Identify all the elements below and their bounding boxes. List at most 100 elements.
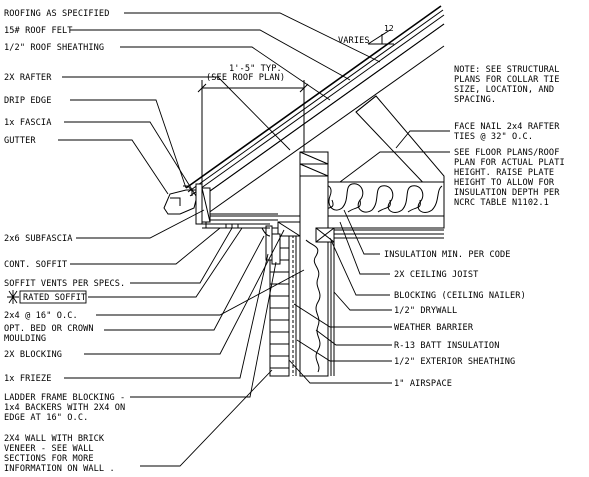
label-face-nail-2: TIES @ 32" O.C. <box>454 132 533 142</box>
leader-airspace <box>288 359 392 384</box>
label-floor-1: SEE FLOOR PLANS/ROOF <box>454 148 559 158</box>
label-face-nail-1: FACE NAIL 2x4 RAFTER <box>454 122 560 132</box>
slope-label: VARIES <box>338 36 370 46</box>
dimension-line2: (SEE ROOF PLAN) <box>206 73 285 83</box>
leader-drip-edge <box>70 99 187 189</box>
leader-ladder <box>130 261 277 398</box>
leader-cont-soffit <box>70 227 221 265</box>
leader-lines <box>58 12 450 467</box>
leader-face-nail <box>395 130 450 149</box>
label-ladder-3: EDGE AT 16" O.C. <box>4 413 88 423</box>
label-drip-edge: DRIP EDGE <box>4 96 51 106</box>
label-floor-2: PLAN FOR ACTUAL PLATI <box>454 158 565 168</box>
label-note-1: NOTE: SEE STRUCTURAL <box>454 65 559 75</box>
felt-line <box>187 9 444 193</box>
leader-wall <box>140 369 273 467</box>
wall-stud <box>299 175 329 377</box>
label-soffit-vents: SOFFIT VENTS PER SPECS. <box>4 279 125 289</box>
dimension-line1: 1'-5" TYP. <box>229 64 282 74</box>
rafter-top-line <box>195 23 445 202</box>
wall-batt-insulation <box>305 239 321 373</box>
label-cont-soffit: CONT. SOFFIT <box>4 260 67 270</box>
collar-tie-body <box>355 95 445 193</box>
ceiling-assembly <box>205 181 445 239</box>
plate-diag-2 <box>299 163 329 177</box>
rated-soffit-box <box>19 290 87 304</box>
leader-felt <box>70 29 351 81</box>
label-frieze: 1x FRIEZE <box>4 374 51 384</box>
dim-tick-left <box>197 83 207 93</box>
gutter-bracket <box>170 197 181 206</box>
leader-frieze <box>64 253 269 379</box>
label-blocking: 2X BLOCKING <box>4 350 62 360</box>
label-gutter: GUTTER <box>4 136 36 146</box>
leader-rafter <box>62 76 291 151</box>
eave-assembly <box>163 183 278 237</box>
slope-hyp <box>367 29 391 45</box>
leader-soffit-vents <box>130 227 233 284</box>
label-wall-2: VENEER - SEE WALL <box>4 444 94 454</box>
label-drywall: 1/2" DRYWALL <box>394 306 457 316</box>
label-bed-moulding-2: MOULDING <box>4 334 46 344</box>
slope-indicator <box>367 29 394 45</box>
bed-moulding <box>261 227 271 237</box>
label-floor-6: NCRC TABLE N1102.1 <box>454 198 549 208</box>
label-rafter: 2X RAFTER <box>4 73 52 83</box>
label-note-2: PLANS FOR COLLAR TIE <box>454 75 559 85</box>
overhang-dimension <box>197 80 309 184</box>
sheathing-top-line <box>189 14 445 197</box>
leader-joist <box>339 221 390 275</box>
label-floor-3: HEIGHT. RAISE PLATE <box>454 168 554 178</box>
label-floor-4: HEIGHT TO ALLOW FOR <box>454 178 555 188</box>
roof-assembly <box>183 5 445 222</box>
leader-batt <box>315 329 392 346</box>
ceiling-insulation-batt-2 <box>319 199 421 213</box>
label-wall-3: SECTIONS FOR MORE <box>4 454 94 464</box>
label-wall-1: 2X4 WALL WITH BRICK <box>4 434 105 444</box>
label-airspace: 1" AIRSPACE <box>394 379 452 389</box>
leader-drywall <box>333 291 392 311</box>
label-sheathing: 1/2" ROOF SHEATHING <box>4 43 104 53</box>
label-ext-sheathing: 1/2" EXTERIOR SHEATHING <box>394 357 515 367</box>
leader-blocking <box>84 229 285 355</box>
leader-gutter <box>58 139 169 195</box>
label-joist: 2X CEILING JOIST <box>394 270 478 280</box>
leader-fascia <box>64 121 197 197</box>
leader-insul-min <box>343 209 380 255</box>
leader-bed-moulding <box>104 235 265 331</box>
leader-rated-soffit <box>88 227 243 298</box>
label-floor-5: INSULATION DEPTH PER <box>454 188 560 198</box>
label-roofing: ROOFING AS SPECIFIED <box>4 9 109 19</box>
leader-sheathing <box>120 46 331 101</box>
label-batt: R-13 BATT INSULATION <box>394 341 499 351</box>
label-barrier: WEATHER BARRIER <box>394 323 474 333</box>
plate-diag-1 <box>299 151 329 165</box>
label-insul-min: INSULATION MIN. PER CODE <box>384 250 511 260</box>
label-ladder-2: 1x4 BACKERS WITH 2X4 ON <box>4 403 125 413</box>
label-bed-moulding-1: OPT. BED OR CROWN <box>4 324 94 334</box>
collar-tie-end <box>355 95 377 113</box>
label-wall-4: INFORMATION ON WALL . <box>4 464 115 474</box>
leader-nailer <box>329 237 390 296</box>
leader-ext-sheathing <box>296 339 392 362</box>
nailer-x2 <box>315 227 335 243</box>
ladder-blocking <box>271 233 281 265</box>
leader-floor-plans <box>339 151 450 183</box>
roofing-line <box>185 5 442 189</box>
rafter-bottom-line <box>203 45 445 217</box>
wall-assembly <box>265 151 335 377</box>
label-ladder-1: LADDER FRAME BLOCKING - <box>4 393 125 403</box>
leader-barrier <box>293 303 392 328</box>
label-nailer: BLOCKING (CEILING NAILER) <box>394 291 526 301</box>
label-fascia: 1x FASCIA <box>4 118 52 128</box>
label-note-3: SIZE, LOCATION, AND <box>454 85 554 95</box>
label-rated-soffit: RATED SOFFIT <box>23 293 86 303</box>
label-felt: 15# ROOF FELT <box>4 26 73 36</box>
label-studs: 2x4 @ 16" O.C. <box>4 311 78 321</box>
dim-tick-right <box>299 83 309 93</box>
rated-soffit-star-icon <box>7 290 19 304</box>
rated-soffit-tag <box>7 290 87 304</box>
label-subfascia: 2x6 SUBFASCIA <box>4 234 73 244</box>
